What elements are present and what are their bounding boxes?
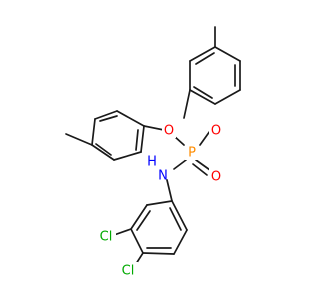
chlorine-4-label: Cl [122,264,135,279]
oxygen-right-atom: O [209,122,223,139]
bond [113,151,142,161]
bond [183,89,191,119]
chlorine-4-atom: Cl [118,262,138,279]
bond [171,200,188,231]
bond [189,89,216,105]
bond [173,229,188,255]
bond [199,130,211,146]
molecule-diagram: O O P O H N Cl Cl [65,26,241,279]
bond [95,143,112,156]
left-tolyl-ring [65,110,165,161]
nitrogen-atom: H N [143,155,168,187]
bond [189,46,216,62]
bond [195,52,215,65]
bond [173,159,187,170]
oxygen-double-atom: O [209,168,223,185]
oxygen-left-atom: O [162,122,176,139]
bond [130,228,144,254]
bond [135,129,139,151]
bond [65,133,93,146]
dichlorophenyl-ring [113,179,188,268]
bond [214,89,241,105]
bond [116,110,145,127]
bond [169,207,182,231]
nitrogen-label: N [158,169,168,184]
bond [136,210,151,231]
bond [142,252,175,255]
oxygen-double-label: O [211,170,221,185]
bond [214,46,241,62]
bond [193,86,213,99]
bond [130,204,148,230]
chlorine-3-label: Cl [100,230,113,245]
hydrogen-label: H [147,155,157,170]
bond [166,179,173,202]
bond [195,159,211,171]
oxygen-right-label: O [211,124,221,139]
bond [192,163,208,176]
oxygen-left-label: O [164,124,174,139]
bond [99,115,118,122]
bond [91,118,96,146]
bond [94,110,118,120]
bond [140,125,145,153]
chlorine-3-atom: Cl [96,228,116,245]
right-tolyl-ring [183,26,241,119]
bond [143,125,165,131]
phosphorus-atom: P [185,144,199,161]
bond [113,228,132,236]
atom-labels: O O P O H N Cl Cl [96,122,223,279]
bond [91,144,115,161]
phosphorus-label: P [188,146,196,161]
bond [146,200,173,206]
